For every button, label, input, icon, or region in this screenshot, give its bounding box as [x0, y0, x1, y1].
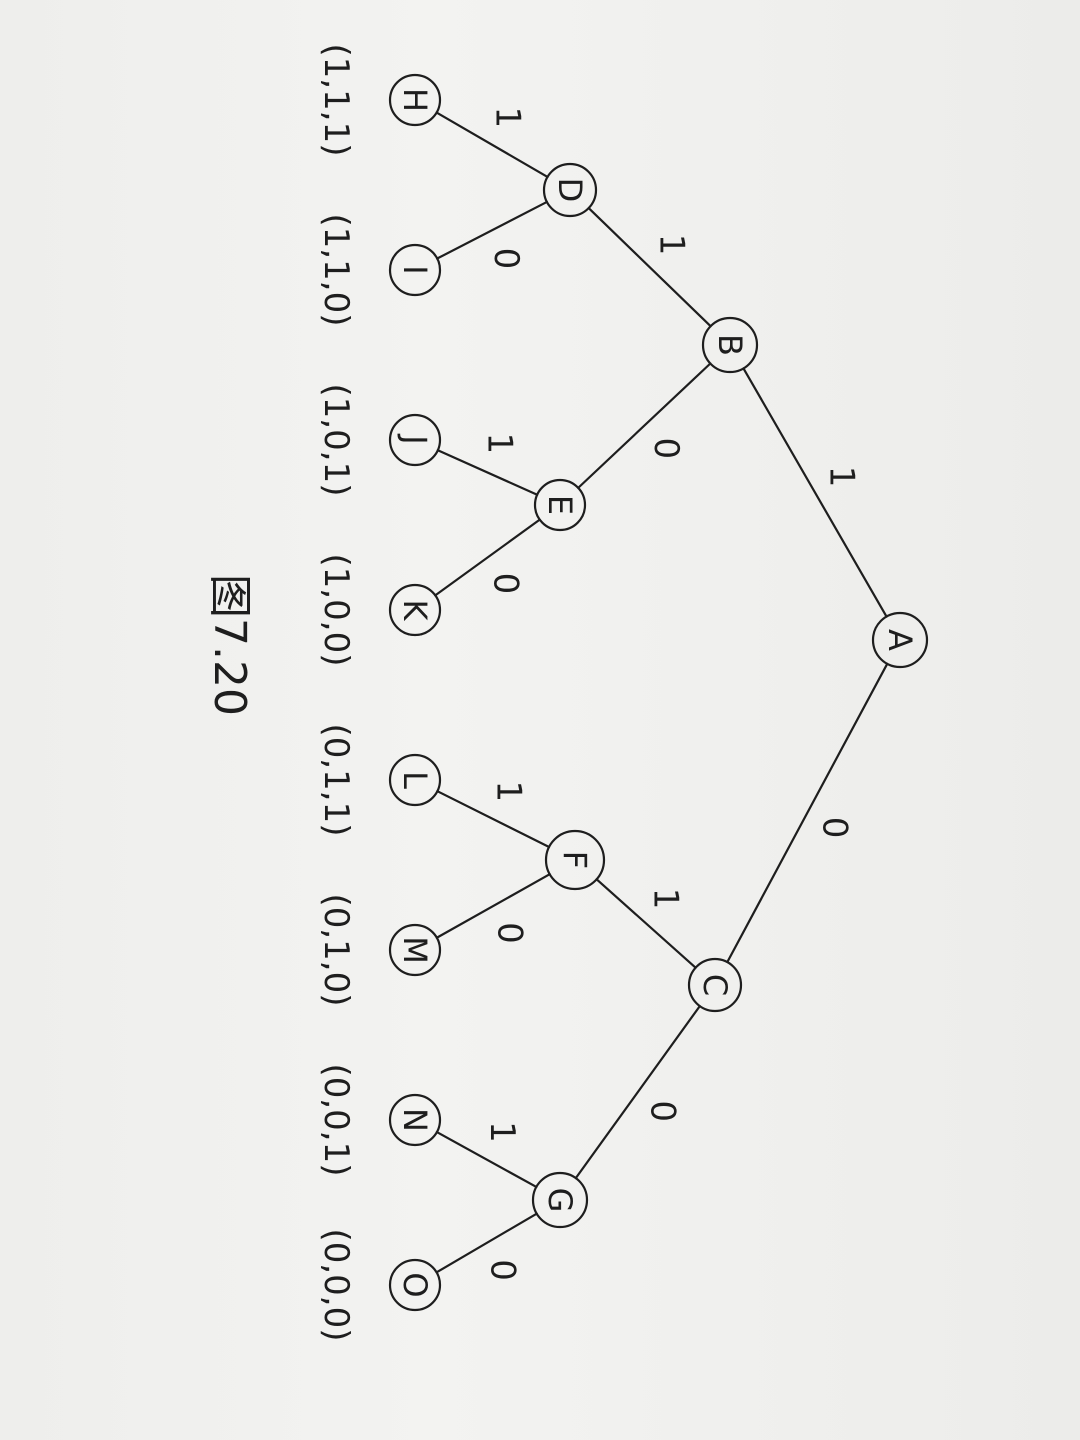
edge-label-A-B: 1 — [822, 466, 862, 488]
edge-label-G-N: 1 — [482, 1121, 522, 1143]
edge-label-G-O: 0 — [483, 1259, 523, 1281]
node-label: A — [881, 629, 919, 651]
node-circle — [388, 1093, 442, 1147]
node-label: N — [396, 1108, 434, 1132]
edge-label-D-H: 1 — [488, 107, 528, 129]
edge-C-G — [574, 1004, 701, 1180]
node-d: D — [542, 162, 598, 218]
edge-F-M — [435, 873, 551, 939]
node-circle — [388, 753, 442, 807]
edge-C-F — [595, 878, 697, 969]
edge-label-B-D: 1 — [651, 234, 691, 256]
edge-label-A-C: 0 — [815, 817, 855, 839]
node-circle — [388, 73, 442, 127]
leaf-code-h: (1,1,1) — [316, 43, 356, 156]
node-label: J — [396, 433, 434, 444]
leaf-code-m: (0,1,0) — [316, 893, 356, 1006]
edge-label-F-L: 1 — [488, 781, 528, 803]
edge-A-B — [742, 367, 888, 618]
node-label: F — [556, 851, 594, 869]
leaf-code-j: (1,0,1) — [316, 383, 356, 496]
node-circle — [544, 829, 606, 891]
node-l: L — [388, 753, 442, 807]
node-circle — [687, 957, 743, 1013]
node-i: I — [388, 243, 442, 297]
node-c: C — [687, 957, 743, 1013]
node-b: B — [701, 316, 759, 374]
node-f: F — [544, 829, 606, 891]
edge-E-J — [436, 449, 539, 496]
node-n: N — [388, 1093, 442, 1147]
edge-G-N — [435, 1130, 538, 1189]
node-label: C — [696, 974, 734, 996]
leaf-code-n: (0,0,1) — [316, 1063, 356, 1176]
node-label: K — [396, 600, 434, 622]
node-k: K — [388, 583, 442, 637]
node-circle — [388, 583, 442, 637]
figure-caption: 图7.20 — [204, 574, 255, 716]
node-h: H — [388, 73, 442, 127]
node-m: M — [388, 923, 442, 977]
node-label: L — [396, 771, 434, 789]
node-label: H — [396, 88, 434, 112]
node-g: G — [531, 1171, 589, 1229]
leaf-code-k: (1,0,0) — [316, 553, 356, 666]
node-label: M — [396, 936, 434, 964]
node-label: E — [541, 495, 579, 515]
leaf-code-l: (0,1,1) — [316, 723, 356, 836]
node-e: E — [533, 478, 587, 532]
node-label: I — [396, 265, 434, 274]
edge-label-B-E: 0 — [646, 437, 686, 459]
node-o: O — [388, 1258, 442, 1312]
node-circle — [388, 413, 442, 467]
edge-B-D — [587, 206, 712, 328]
node-circle — [542, 162, 598, 218]
edge-label-D-I: 0 — [486, 248, 526, 270]
node-circle — [388, 1258, 442, 1312]
edge-G-O — [435, 1212, 538, 1274]
node-label: B — [711, 334, 749, 356]
node-label: D — [551, 178, 589, 203]
leaf-code-i: (1,1,0) — [316, 213, 356, 326]
node-circle — [701, 316, 759, 374]
node-circle — [871, 611, 929, 669]
node-label: O — [396, 1272, 434, 1297]
edge-label-C-G: 0 — [642, 1100, 682, 1122]
node-label: G — [541, 1188, 579, 1213]
edge-label-C-F: 1 — [645, 888, 685, 910]
edge-A-C — [726, 662, 889, 964]
node-a: A — [871, 611, 929, 669]
node-circle — [531, 1171, 589, 1229]
node-circle — [388, 243, 442, 297]
edge-F-L — [436, 790, 551, 849]
edge-label-F-M: 0 — [490, 922, 530, 944]
edge-B-E — [577, 362, 712, 489]
edge-label-E-K: 0 — [485, 573, 525, 595]
leaf-code-o: (0,0,0) — [316, 1228, 356, 1341]
node-circle — [388, 923, 442, 977]
edge-label-E-J: 1 — [480, 432, 520, 454]
node-j: J — [388, 413, 442, 467]
edge-D-H — [435, 111, 549, 179]
edge-D-I — [436, 200, 548, 260]
node-circle — [533, 478, 587, 532]
edge-E-K — [434, 518, 541, 597]
